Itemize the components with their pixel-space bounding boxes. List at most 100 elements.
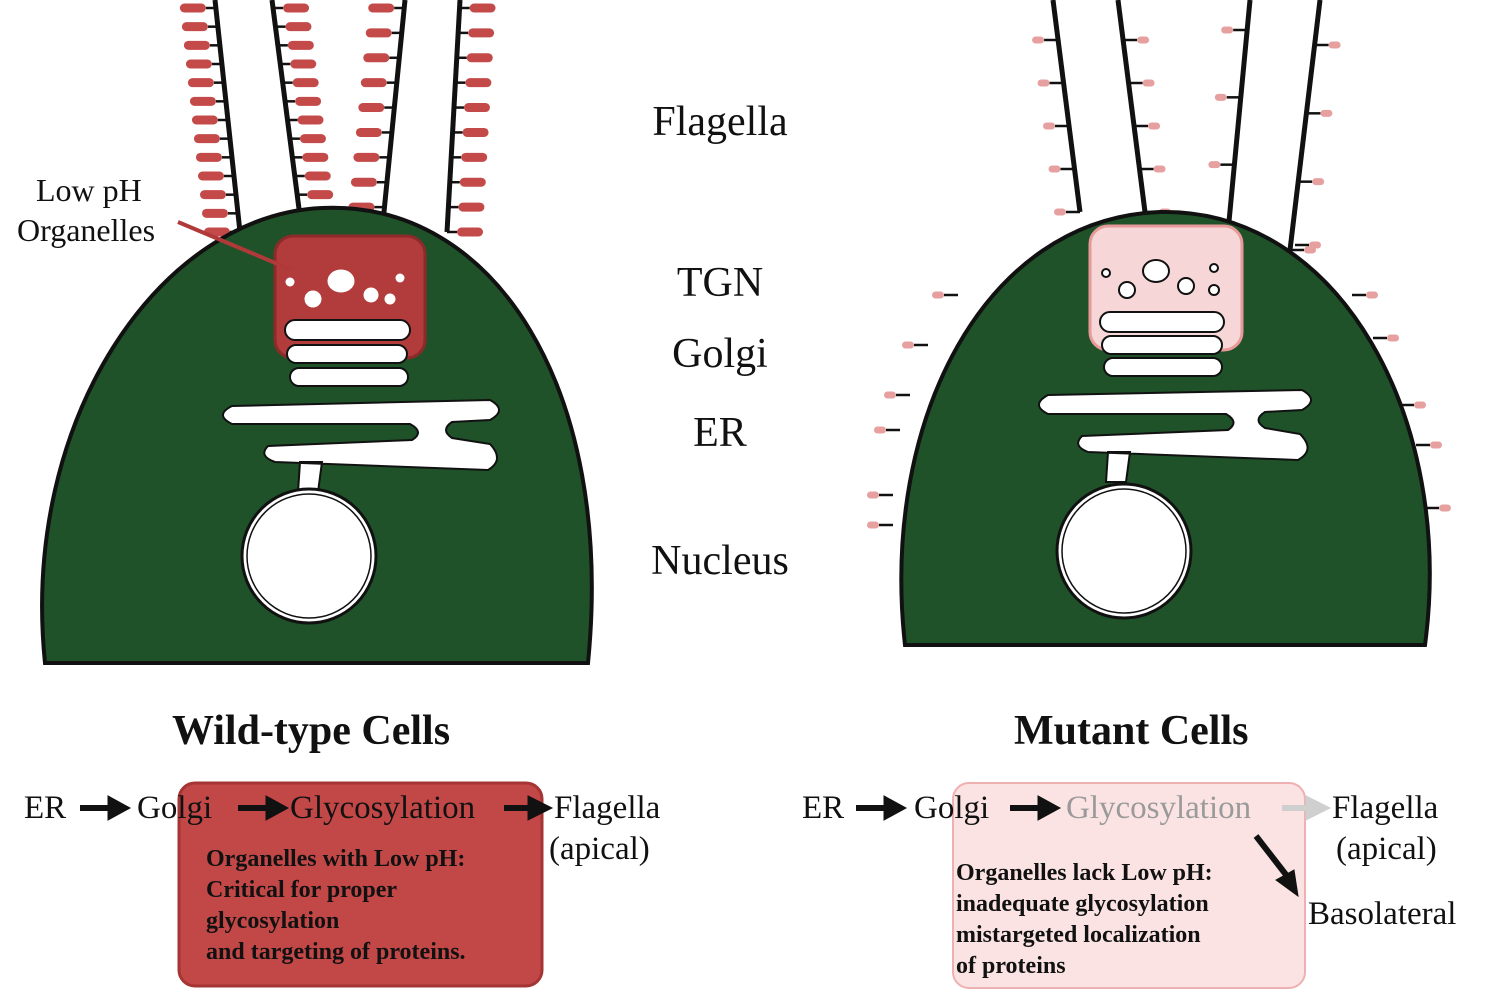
mu-arrow-er-golgi xyxy=(856,795,908,821)
glycoprotein-tag xyxy=(292,152,329,162)
glycoprotein-tag xyxy=(275,22,312,32)
glycoprotein-tag xyxy=(1128,79,1155,87)
wild-type-tgn-vesicles xyxy=(285,269,405,308)
glycoprotein-tag xyxy=(197,171,234,181)
mutant-flagellum-left xyxy=(1050,0,1148,213)
mutant-flow-basolateral: Basolateral xyxy=(1308,896,1457,932)
low-ph-pointer-line xyxy=(177,220,293,272)
glycoprotein-tag xyxy=(363,53,400,63)
glycoprotein-tag xyxy=(447,227,483,237)
mutant-info-box xyxy=(952,782,1306,989)
glycoprotein-tag xyxy=(456,53,493,63)
glycoprotein-tag xyxy=(285,96,322,106)
glycoprotein-tag xyxy=(195,152,232,162)
glycoprotein-tag xyxy=(874,426,900,434)
glycoprotein-tag xyxy=(1314,41,1341,49)
glycoprotein-tag xyxy=(459,3,496,13)
flagella-label: Flagella xyxy=(652,99,788,145)
glycoprotein-tag xyxy=(448,202,485,212)
glycoprotein-tag xyxy=(1134,122,1161,130)
mutant-er xyxy=(1038,388,1312,483)
glycoprotein-tag xyxy=(183,40,220,50)
glycoprotein-tag xyxy=(451,152,488,162)
wt-arrow-er-golgi xyxy=(80,795,132,821)
glycoprotein-tag xyxy=(297,190,334,200)
glycoprotein-tag xyxy=(1054,208,1080,216)
mutant-golgi-stack xyxy=(1099,311,1225,377)
glycoprotein-tag xyxy=(1295,241,1321,249)
mutant-flow-er: ER xyxy=(802,790,845,826)
mutant-box-text: Organelles lack Low pH: inadequate glyco… xyxy=(956,858,1213,982)
wild-type-flow-flagella: Flagella xyxy=(554,790,661,826)
glycoprotein-tag xyxy=(179,3,216,13)
glycoprotein-tag xyxy=(1373,334,1399,342)
er-label: ER xyxy=(693,410,747,456)
glycoprotein-tag xyxy=(181,22,218,32)
glycoprotein-tag xyxy=(455,78,492,88)
mutant-box-line: Organelles lack Low pH: xyxy=(956,860,1213,886)
glycoprotein-tag xyxy=(201,208,238,218)
glycoprotein-tag xyxy=(1123,36,1150,44)
golgi-label: Golgi xyxy=(672,331,768,377)
wild-type-cell xyxy=(40,0,594,665)
glycoprotein-tag xyxy=(353,152,390,162)
glycoprotein-tag xyxy=(350,177,387,187)
glycoprotein-tag xyxy=(358,103,395,113)
mutant-tgn-vesicles xyxy=(1101,259,1220,299)
wild-type-flow-apical: (apical) xyxy=(549,831,650,867)
glycoprotein-tag xyxy=(1032,36,1059,44)
glycoprotein-tag xyxy=(193,134,230,144)
glycoprotein-tag xyxy=(1214,93,1241,101)
glycoprotein-tag xyxy=(1306,109,1333,117)
glycoprotein-tag xyxy=(1208,161,1235,169)
glycoprotein-tag xyxy=(884,391,910,399)
tgn-label: TGN xyxy=(676,260,764,306)
wild-type-cell-body xyxy=(40,205,594,665)
glycoprotein-tag xyxy=(1425,504,1451,512)
mu-arrow-glyco-flagella-faded xyxy=(1282,795,1332,821)
wild-type-flow-er: ER xyxy=(24,790,67,826)
mutant-cell xyxy=(867,0,1451,647)
glycoprotein-tag xyxy=(932,291,958,299)
low-ph-label-line1: Low pH xyxy=(36,172,142,208)
glycoprotein-tag xyxy=(453,103,490,113)
wild-type-box-line: and targeting of proteins. xyxy=(206,939,466,965)
glycoprotein-tag xyxy=(189,96,226,106)
glycoprotein-tag xyxy=(185,59,222,69)
glycoprotein-tag xyxy=(1048,165,1075,173)
glycoprotein-tag xyxy=(867,491,893,499)
glycoprotein-tag xyxy=(867,521,893,529)
wt-arrow-golgi-glyco xyxy=(238,795,290,821)
glycoprotein-tag xyxy=(1352,291,1378,299)
mu-arrow-golgi-glyco xyxy=(1010,795,1062,821)
mu-arrow-to-basolateral xyxy=(1253,834,1299,898)
glycoprotein-tag xyxy=(368,3,405,13)
wild-type-box-line: glycosylation xyxy=(206,908,340,934)
mutant-cell-body xyxy=(899,209,1432,647)
wild-type-golgi-stack xyxy=(284,319,411,387)
glycoprotein-tag xyxy=(1043,122,1070,130)
wild-type-flagellum-right xyxy=(379,0,463,233)
glycoprotein-tag xyxy=(452,127,489,137)
glycoprotein-tag xyxy=(1139,165,1166,173)
glycoprotein-tag xyxy=(1400,401,1426,409)
mutant-flow-glycosylation-faded: Glycosylation xyxy=(1066,790,1252,826)
wild-type-glycoprotein-tags xyxy=(179,3,496,237)
wild-type-nucleus xyxy=(240,487,378,625)
mutant-title: Mutant Cells xyxy=(1014,708,1249,754)
glycoprotein-tag xyxy=(282,78,319,88)
glycoprotein-tag xyxy=(1298,178,1325,186)
wild-type-title: Wild-type Cells xyxy=(172,708,451,754)
mutant-nucleus xyxy=(1055,482,1193,620)
glycoprotein-tag xyxy=(280,59,317,69)
glycoprotein-tag xyxy=(365,28,402,38)
wild-type-flagellum-left xyxy=(212,0,305,233)
wild-type-flow-arrows xyxy=(80,795,554,821)
glycoprotein-tag xyxy=(902,341,928,349)
mutant-flow-flagella: Flagella xyxy=(1332,790,1439,826)
mutant-box-line: inadequate glycosylation xyxy=(956,891,1209,917)
glycoprotein-tag xyxy=(1037,79,1064,87)
wild-type-box-text: Organelles with Low pH: Critical for pro… xyxy=(206,844,466,968)
wild-type-box-line: Organelles with Low pH: xyxy=(206,846,466,872)
